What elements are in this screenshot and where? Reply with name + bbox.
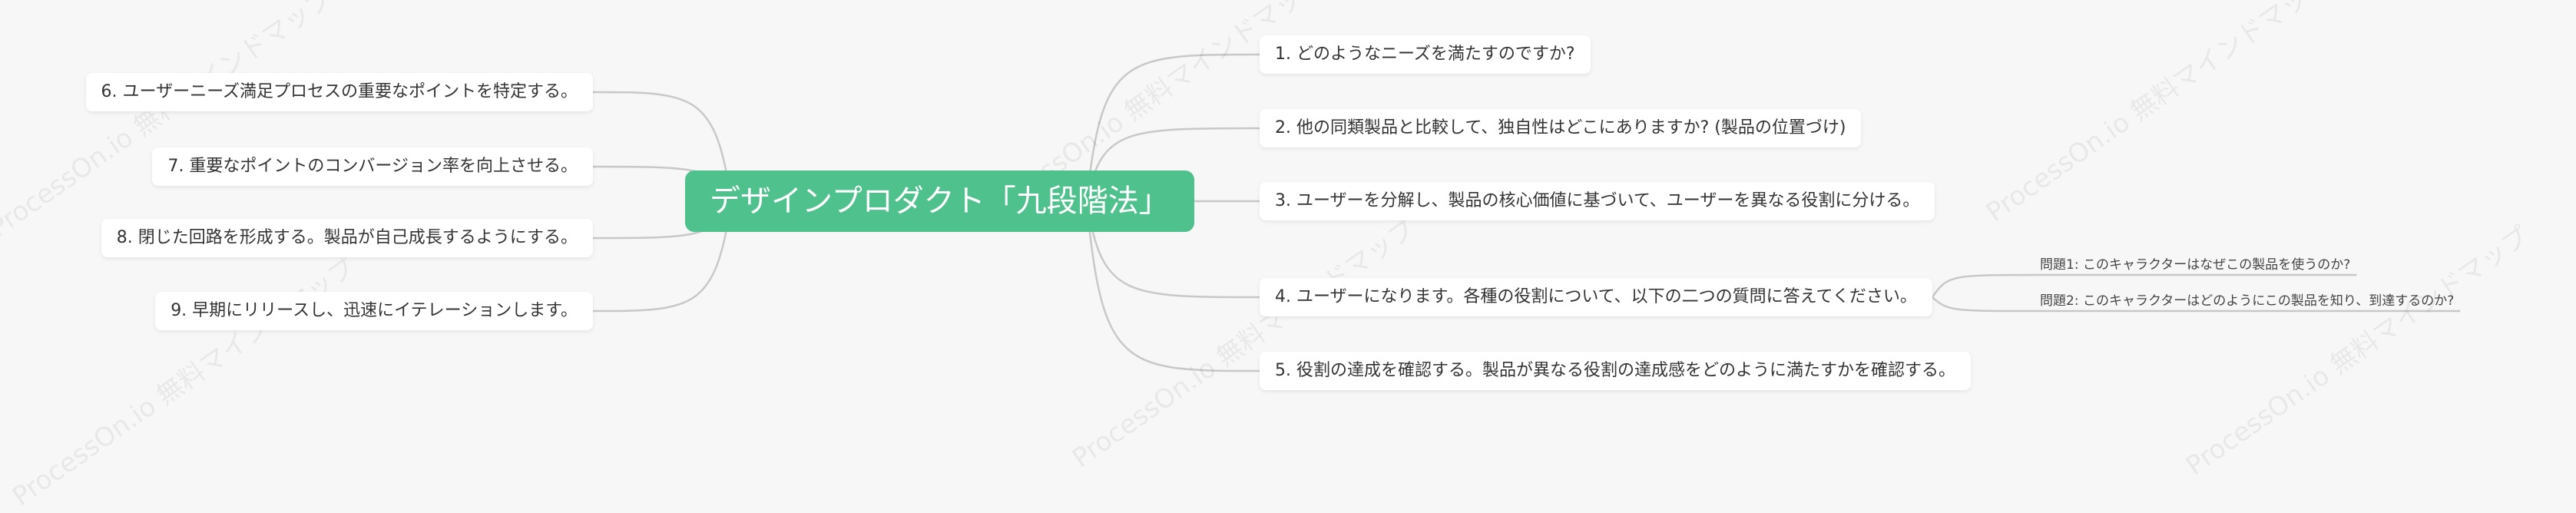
topic-node-2[interactable]: 2. 他の同類製品と比較して、独自性はどこにありますか? (製品の位置づけ)	[1260, 109, 1862, 147]
topic-node-1[interactable]: 1. どのようなニーズを満たすのですか?	[1260, 35, 1591, 74]
connector-line	[1931, 273, 2038, 298]
topic-node-4[interactable]: 4. ユーザーになります。各種の役割について、以下の二つの質問に答えてください。	[1260, 278, 1932, 316]
connector-line	[1085, 53, 1260, 202]
connector-line	[592, 91, 733, 202]
connector-line	[1931, 296, 2038, 313]
connector-line	[1085, 200, 1260, 299]
topic-node-7[interactable]: 7. 重要なポイントのコンバージョン率を向上させる。	[152, 147, 593, 186]
subtopic-question-1[interactable]: 問題1: このキャラクターはなぜこの製品を使うのか?	[2040, 257, 2351, 273]
connector-line	[1085, 200, 1260, 372]
topic-node-5[interactable]: 5. 役割の達成を確認する。製品が異なる役割の達成感をどのように満たすかを確認す…	[1260, 352, 1971, 390]
topic-node-8[interactable]: 8. 閉じた回路を形成する。製品が自己成長するようにする。	[101, 219, 593, 257]
root-topic[interactable]: デザインプロダクト「九段階法」	[685, 170, 1194, 232]
topic-node-3[interactable]: 3. ユーザーを分解し、製品の核心価値に基づいて、ユーザーを異なる役割に分ける。	[1260, 182, 1935, 220]
subtopic-question-2[interactable]: 問題2: このキャラクターはどのようにこの製品を知り、到達するのか?	[2040, 293, 2455, 309]
topic-node-9[interactable]: 9. 早期にリリースし、迅速にイテレーションします。	[155, 292, 593, 330]
connector-line	[592, 200, 733, 313]
topic-node-6[interactable]: 6. ユーザーニーズ満足プロセスの重要なポイントを特定する。	[85, 73, 593, 111]
